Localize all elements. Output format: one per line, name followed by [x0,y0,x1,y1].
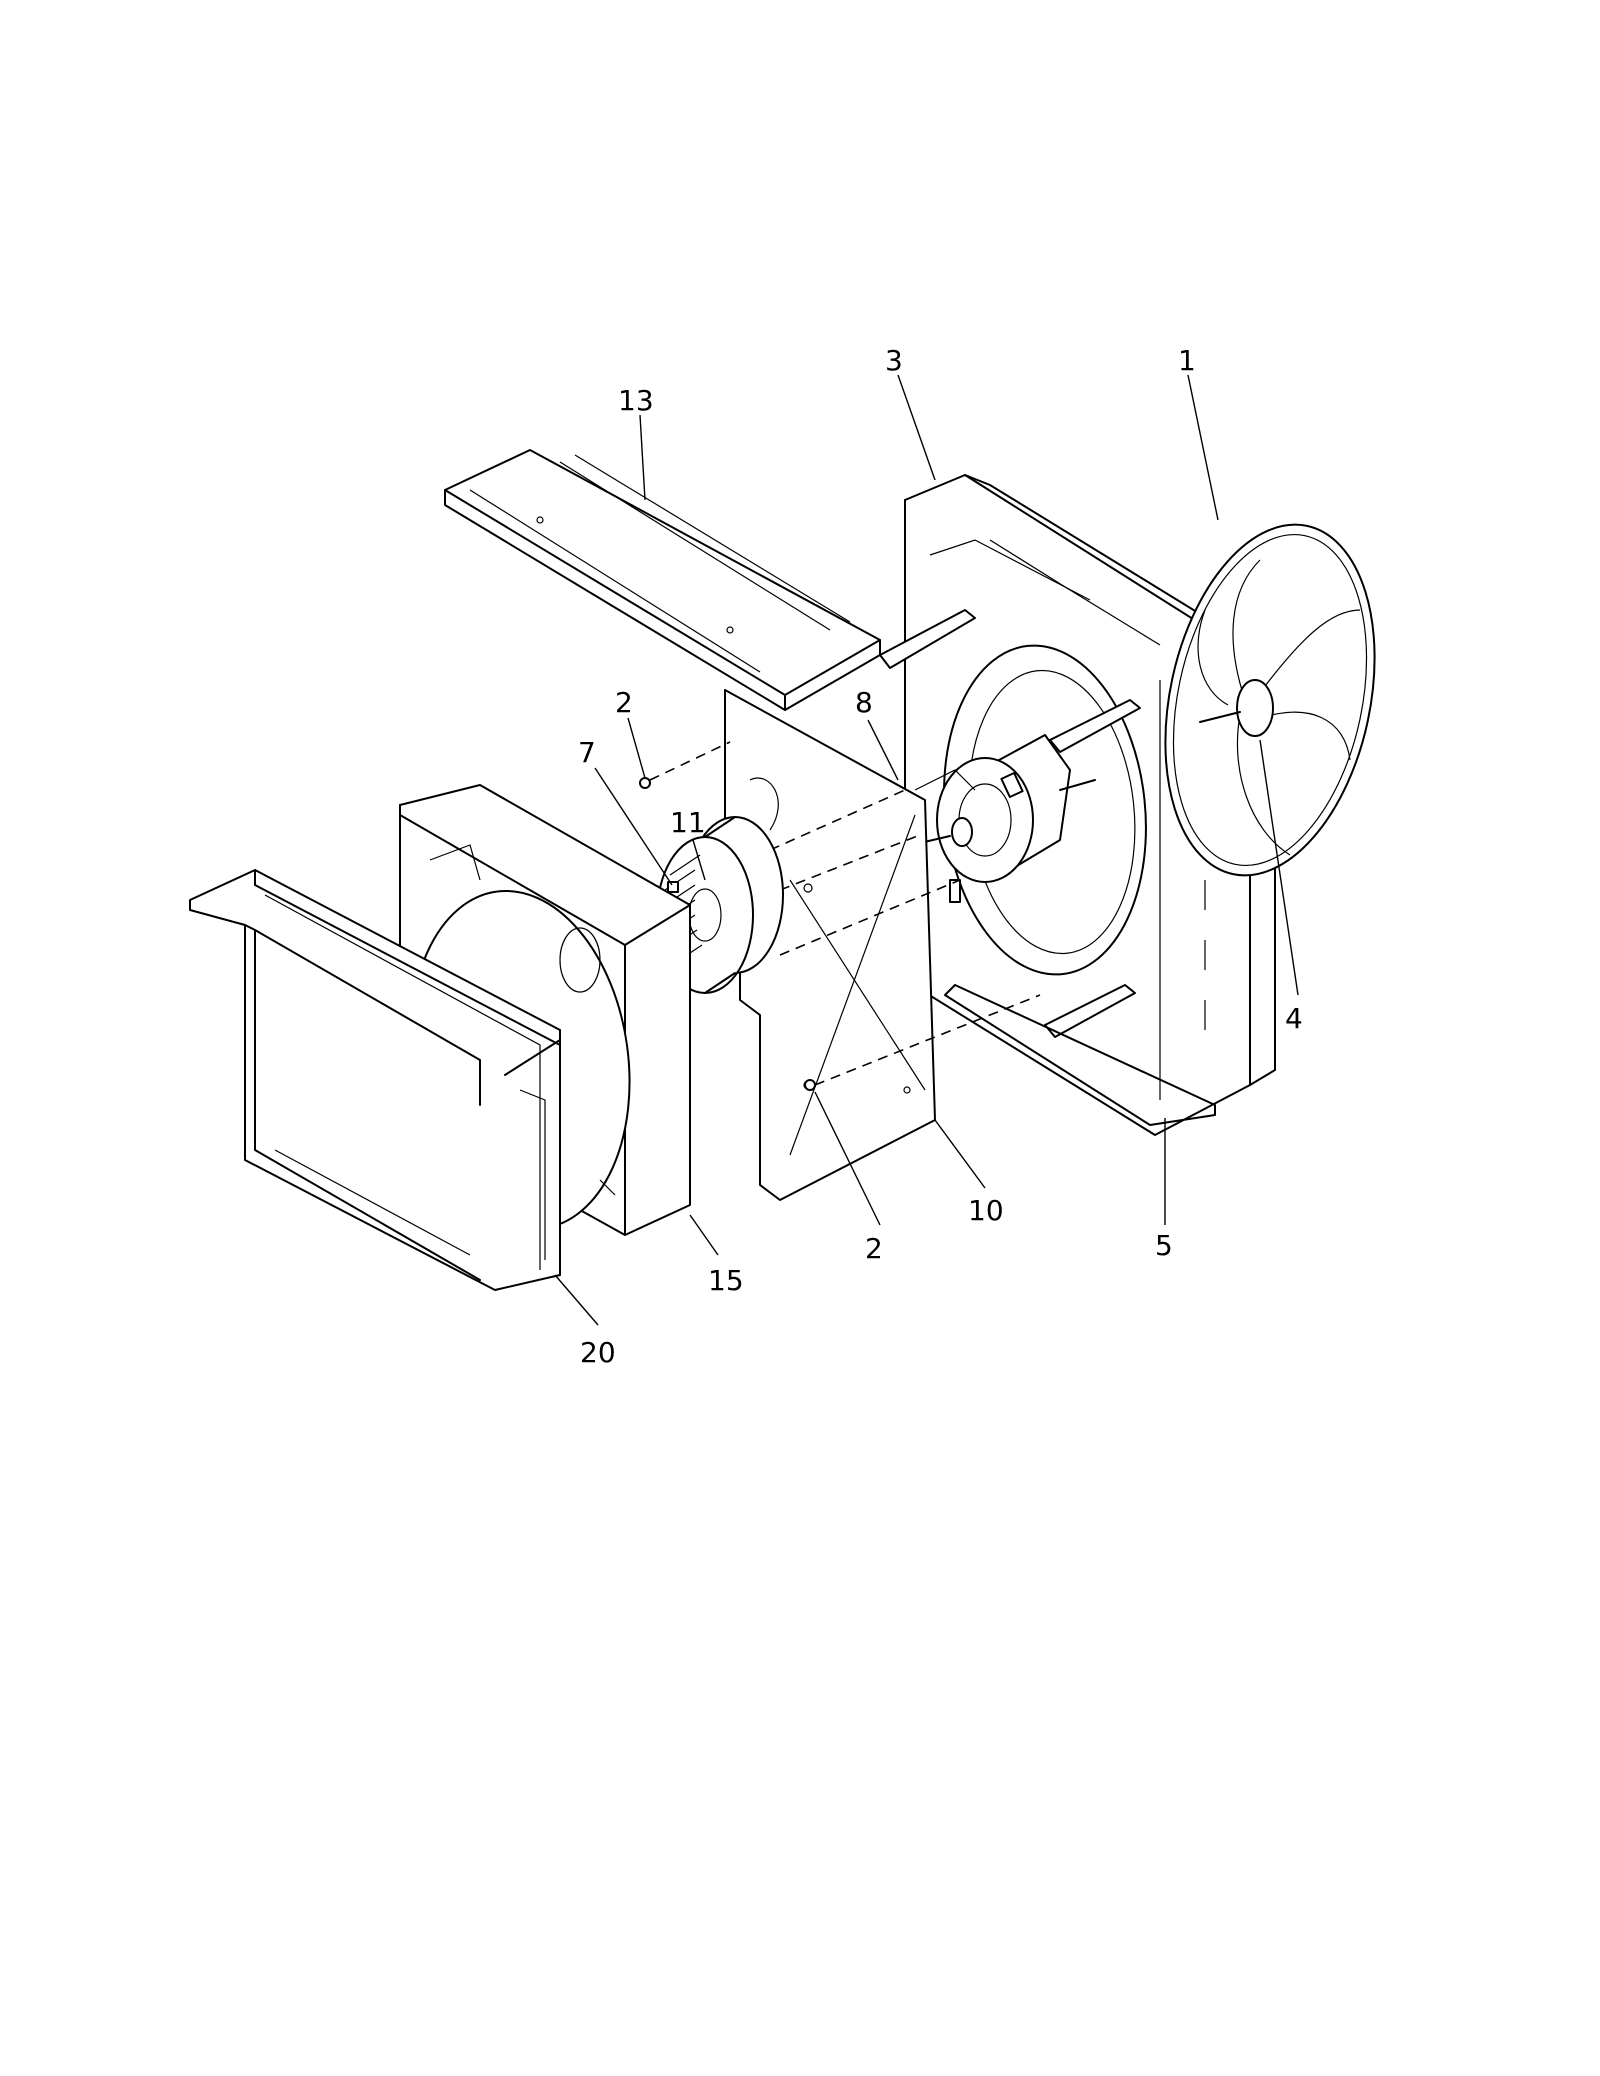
callout-15: 15 [708,1264,744,1297]
part-2-screw-bottom [804,1079,816,1091]
part-5-rod [944,984,1216,1126]
callout-7: 7 [578,736,596,769]
part-13-top-panel [444,449,881,711]
callout-11: 11 [670,806,706,839]
callout-5: 5 [1155,1229,1173,1262]
callout-8: 8 [855,686,873,719]
callout-20: 20 [580,1336,616,1369]
part-8-motor [889,734,1096,903]
callout-4: 4 [1285,1002,1303,1035]
callout-2-top: 2 [615,686,633,719]
callout-10: 10 [968,1194,1004,1227]
leader-lines [554,374,1299,1326]
part-1-fan-blade [1164,523,1376,877]
callout-2-bottom: 2 [865,1232,883,1265]
callouts: 1 3 13 2 8 7 11 4 10 2 5 15 20 [578,344,1303,1369]
part-7-clip [667,881,679,893]
assembly-lines [649,741,1041,1086]
part-2-screw-top [639,777,651,789]
callout-1: 1 [1178,344,1196,377]
callout-13: 13 [618,384,654,417]
part-20-front-frame [189,869,561,1291]
callout-3: 3 [885,344,903,377]
